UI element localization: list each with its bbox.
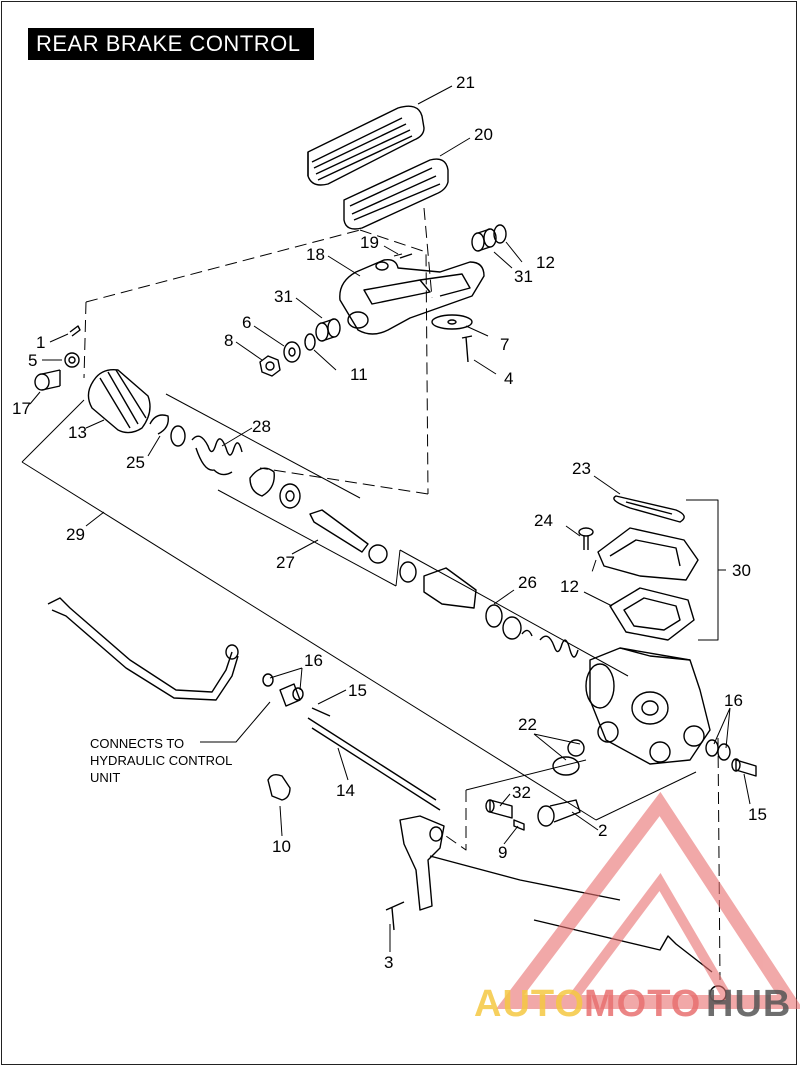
part-4-screw [461,335,473,363]
label-31-top: 31 [514,267,533,286]
part-27-snap-ring [249,467,275,497]
part-17-clevis-pin [34,369,61,391]
part-5-washer [64,352,80,368]
part-32-switch [485,799,513,819]
part-11-oring [304,333,316,351]
label-29: 29 [66,525,85,544]
label-9: 9 [498,843,507,862]
label-8: 8 [224,331,233,350]
label-16-left: 16 [304,651,323,670]
part-15-banjo-bolt-right [731,758,757,777]
label-2: 2 [598,821,607,840]
part-19-pin [399,253,413,259]
part-8-nut [259,355,281,377]
part-12-cover-seal [609,587,695,641]
part-2-adapter [537,799,581,827]
label-31-left: 31 [274,287,293,306]
callout-leader-lines [29,85,751,952]
label-15-left: 15 [348,681,367,700]
part-28-spring [191,435,243,476]
note-line-1: CONNECTS TO [90,736,184,751]
part-9-fitting [513,819,525,831]
label-13: 13 [68,423,87,442]
label-4: 4 [504,369,513,388]
part-14-brake-rod [307,717,441,811]
label-18: 18 [306,245,325,264]
part-15-bolt-left [311,707,331,717]
part-24-screw [578,527,594,550]
label-10: 10 [272,837,291,856]
label-21: 21 [456,73,475,92]
part-27-pushrod [309,509,388,564]
label-20: 20 [474,125,493,144]
part-22-plug [552,756,580,776]
label-32: 32 [512,783,531,802]
part-16-washers-left [262,673,304,701]
label-11: 11 [350,365,368,384]
assembly-guide-lines [83,207,721,981]
part-31-bushing-lower [315,318,341,342]
page-title: REAR BRAKE CONTROL [28,28,314,60]
label-12-cover: 12 [560,577,579,596]
watermark-text: AUTO MOTO HUB [474,983,791,1025]
part-23-gasket [613,495,685,523]
label-23: 23 [572,459,591,478]
label-17: 17 [12,399,31,418]
part-27-washer [279,483,301,509]
note-line-3: UNIT [90,770,120,785]
part-2-master-cylinder-body [585,647,711,765]
part-26-piston-assembly [399,561,579,658]
part-6-washer [283,341,301,363]
label-1: 1 [36,333,45,352]
part-20-pad-base [343,158,449,230]
part-7-washer [431,314,473,330]
part-22-seal [567,739,585,757]
assembly-solid-lines [21,393,726,821]
label-14: 14 [336,781,355,800]
part-3-screw [385,901,405,931]
watermark-part-1: AUTO [474,983,585,1025]
part-10-clip [267,773,291,801]
note-line-2: HYDRAULIC CONTROL [90,753,232,768]
label-5: 5 [28,351,37,370]
part-12-oring-upper [493,224,507,244]
label-30: 30 [732,561,751,580]
label-28: 28 [252,417,271,436]
label-16-right: 16 [724,691,743,710]
part-30-reservoir-cover [597,527,699,581]
label-24: 24 [534,511,553,530]
part-13-boot [87,369,151,434]
watermark-logo [495,791,800,1009]
part-31-bushing-upper [471,228,497,252]
callout-labels: 21 20 19 18 12 31 31 6 8 11 7 4 1 5 17 1… [12,73,767,972]
label-25: 25 [126,453,145,472]
part-14-banjo-fitting [279,683,301,707]
label-27: 27 [276,553,295,572]
label-19: 19 [360,233,379,252]
label-7: 7 [500,335,509,354]
label-3: 3 [384,953,393,972]
label-26: 26 [518,573,537,592]
part-21-footpeg-pad [307,105,425,186]
part-1-cotter-pin [69,325,81,337]
watermark-part-2: MOTO [584,983,701,1025]
hydraulic-unit-note: CONNECTS TO HYDRAULIC CONTROL UNIT [90,736,232,785]
part-25-retaining-ring [149,414,169,435]
label-6: 6 [242,313,251,332]
label-15-right: 15 [748,805,767,824]
watermark-part-3: HUB [706,983,791,1025]
label-22: 22 [518,715,537,734]
part-25-washer [170,425,186,447]
brake-line-hose [47,597,239,701]
label-12-top: 12 [536,253,555,272]
part-18-brake-pedal [339,258,485,335]
